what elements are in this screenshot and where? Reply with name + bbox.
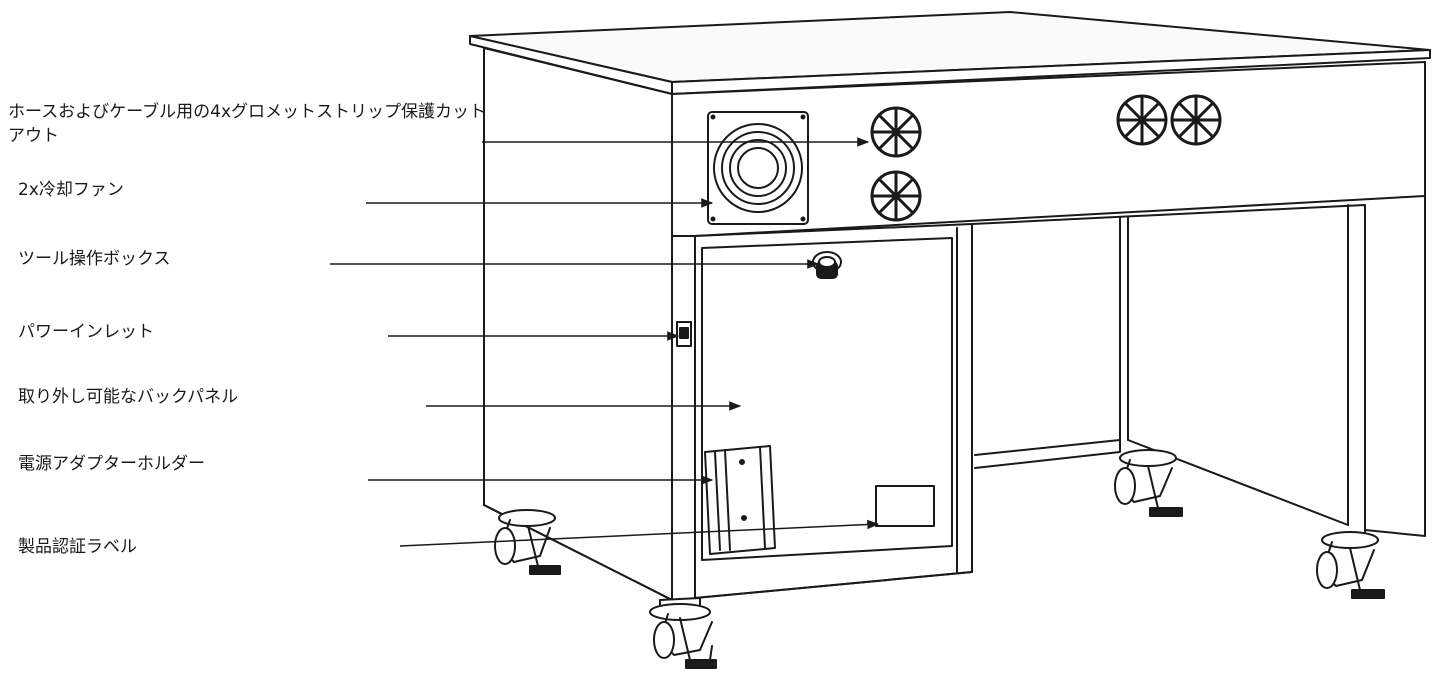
grommet-3 [1116,94,1168,146]
power-adapter-holder [704,445,776,555]
callout-certification-label: 製品認証ラベル [18,537,137,557]
callout-cooling-fans: 2x冷却ファン [18,180,124,200]
caster-front-left [649,597,717,669]
grommet-2 [870,170,922,222]
cooling-fan [707,111,809,225]
grommet-4 [1170,94,1222,146]
leader-cert-label [399,519,880,547]
grommet-1 [870,106,922,158]
right-frame [971,61,1426,537]
grommet-cutouts [870,94,1222,222]
callout-power-inlet: パワーインレット [18,322,154,342]
callout-tool-control-box: ツール操作ボックス [18,249,171,269]
caster-back-left [494,509,561,575]
tabletop [469,11,1431,95]
tool-control-box [812,251,842,279]
power-inlet [676,321,692,347]
caster-front-right [1316,531,1385,599]
caster-back-right [1114,449,1183,517]
callout-removable-back-panel: 取り外し可能なバックパネル [18,387,239,407]
certification-label [875,485,935,527]
callout-grommet-cutouts: ホースおよびケーブル用の4xグロメットストリップ保護カットアウト [8,102,487,146]
callout-power-adapter-holder: 電源アダプターホルダー [18,454,205,474]
